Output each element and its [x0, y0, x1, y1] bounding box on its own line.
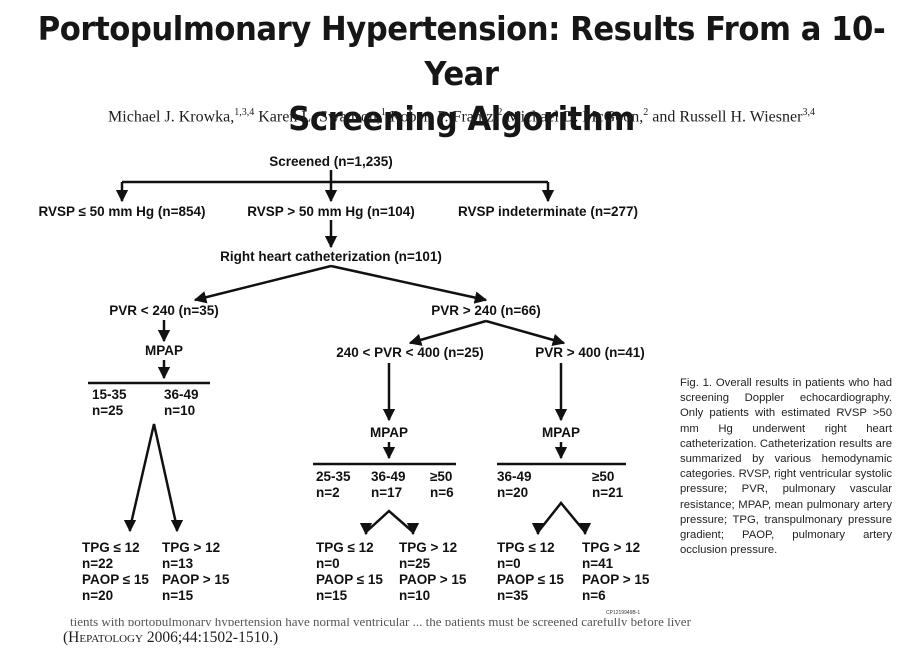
figure-caption: Fig. 1. Overall results in patients who … [680, 377, 892, 557]
right-mpap-36-49: 36-49 n=20 [497, 469, 532, 500]
outcome-left-tpg-high: TPG > 12 n=13 PAOP > 15 n=15 [162, 540, 230, 603]
article-title-line-1: Portopulmonary Hypertension: Results Fro… [37, 9, 886, 93]
author-name: Robert P. Frantz, [389, 108, 498, 126]
author-affiliation: 1,3,4 [234, 107, 255, 118]
author-affiliation: 1 [380, 107, 386, 118]
node-pvr-low: PVR < 240 (n=35) [109, 303, 219, 318]
article-title-line-2: Screening Algorithm [288, 99, 635, 138]
node-pvr-high: PVR > 240 (n=66) [431, 303, 541, 318]
node-mpap-mid: MPAP [369, 425, 409, 440]
author-name: Michael D. McGoon, [506, 108, 644, 126]
node-pvr-mid: 240 < PVR < 400 (n=25) [336, 345, 484, 360]
article-title: Portopulmonary Hypertension: Results Fro… [32, 6, 890, 141]
outcome-right-tpg-low: TPG ≤ 12 n=0 PAOP ≤ 15 n=35 [497, 540, 564, 603]
outcome-left-tpg-low: TPG ≤ 12 n=22 PAOP ≤ 15 n=20 [82, 540, 149, 603]
author-affiliation: 2 [643, 107, 649, 118]
figure-id: CP1219949B-1 [606, 610, 641, 616]
cut-off-text-line: tients with portopulmonary hypertension … [70, 618, 691, 626]
left-mpap-36-49: 36-49 n=10 [164, 387, 199, 418]
outcome-mid-tpg-low: TPG ≤ 12 n=0 PAOP ≤ 15 n=15 [316, 540, 383, 603]
mid-mpap-36-49: 36-49 n=17 [371, 469, 406, 500]
left-mpap-15-35: 15-35 n=25 [92, 387, 127, 418]
node-rvsp-low: RVSP ≤ 50 mm Hg (n=854) [38, 204, 206, 219]
node-right-heart-cath: Right heart catheterization (n=101) [220, 249, 442, 264]
outcome-right-tpg-high: TPG > 12 n=41 PAOP > 15 n=6 [582, 540, 650, 603]
mid-mpap-ge50: ≥50 n=6 [430, 469, 454, 500]
citation: (Hepatology 2006;44:1502-1510.) [63, 629, 279, 646]
author-name: Karen L. Swanson, [258, 108, 381, 126]
node-mpap-left: MPAP [144, 343, 184, 358]
mid-mpap-25-35: 25-35 n=2 [316, 469, 351, 500]
node-pvr-400: PVR > 400 (n=41) [535, 345, 645, 360]
node-screened: Screened (n=1,235) [269, 154, 393, 169]
author-name: Michael J. Krowka, [108, 108, 235, 126]
citation-volume: 2006;44:1502-1510.) [142, 629, 279, 646]
author-affiliation: 2 [497, 107, 503, 118]
author-affiliation: 3,4 [802, 107, 815, 118]
author-list: Michael J. Krowka,1,3,4 Karen L. Swanson… [0, 107, 923, 126]
right-mpap-ge50: ≥50 n=21 [592, 469, 624, 500]
outcome-mid-tpg-high: TPG > 12 n=25 PAOP > 15 n=10 [399, 540, 467, 603]
node-rvsp-high: RVSP > 50 mm Hg (n=104) [247, 204, 415, 219]
citation-journal: Hepatology [68, 629, 143, 646]
node-rvsp-indeterminate: RVSP indeterminate (n=277) [458, 204, 638, 219]
author-name: and Russell H. Wiesner [652, 108, 803, 126]
node-mpap-right: MPAP [541, 425, 581, 440]
